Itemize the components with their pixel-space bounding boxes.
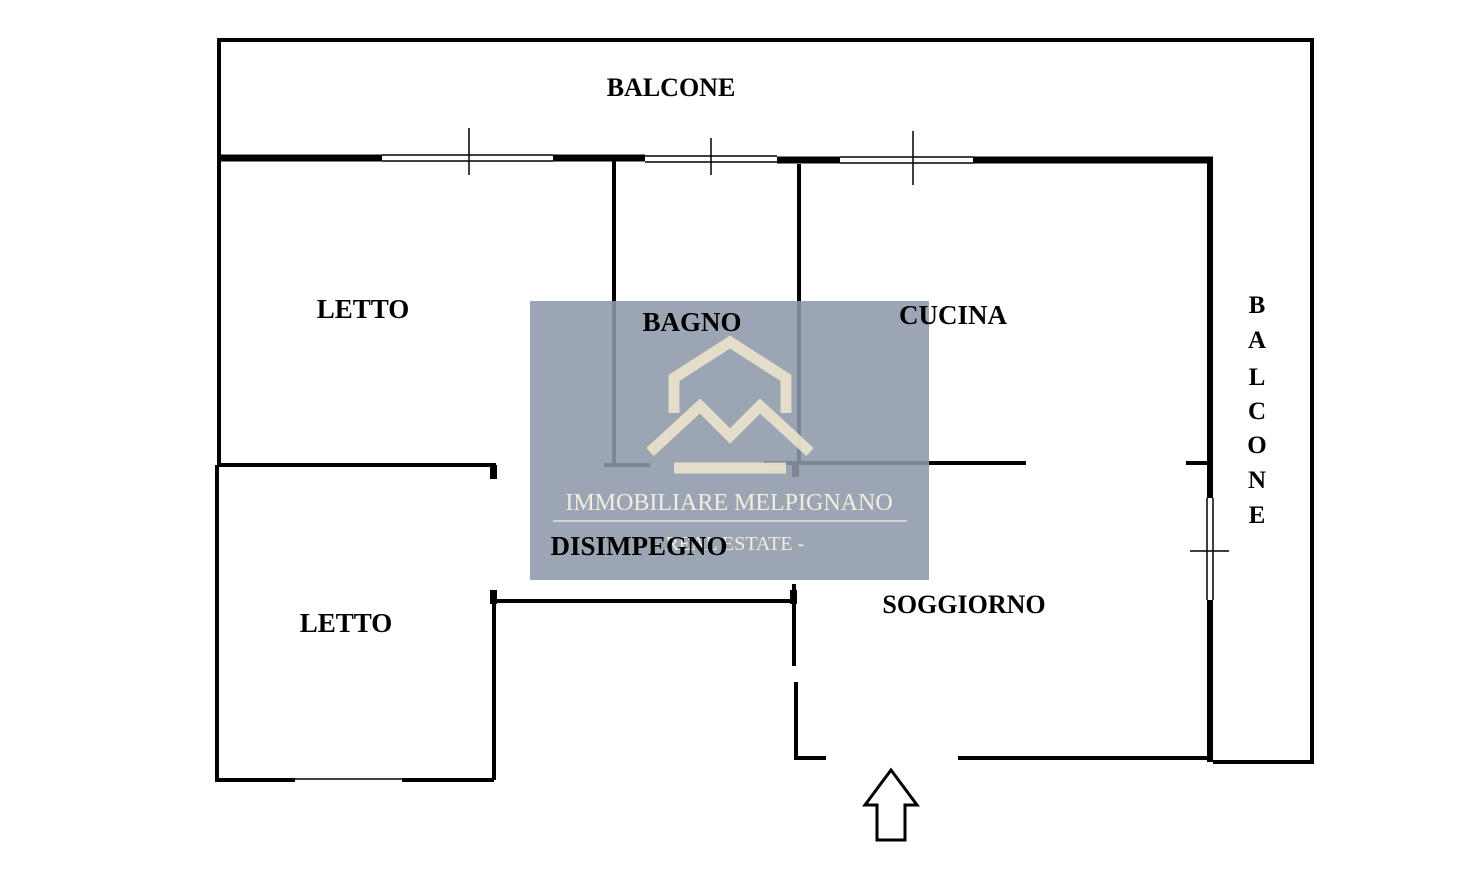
left-wall xyxy=(215,157,496,782)
top-windows xyxy=(382,128,973,185)
top-wall xyxy=(219,154,1213,164)
balcone-right-letter: L xyxy=(1249,364,1266,391)
balcone-right-letter: E xyxy=(1249,502,1266,529)
balcone-right-letter: O xyxy=(1247,432,1266,459)
right-window xyxy=(1190,498,1229,600)
balcone-right-letter: N xyxy=(1248,467,1266,494)
room-label-bagno: BAGNO xyxy=(642,307,741,337)
watermark-line1: IMMOBILIARE MELPIGNANO xyxy=(565,490,892,516)
room-label-letto-upper: LETTO xyxy=(317,294,410,324)
balcone-right-letter: B xyxy=(1249,292,1266,319)
room-label-soggiorno: SOGGIORNO xyxy=(882,590,1045,619)
room-label-cucina: CUCINA xyxy=(899,300,1008,330)
room-label-balcone-top: BALCONE xyxy=(607,73,736,102)
watermark: IMMOBILIARE MELPIGNANO - REAL ESTATE - xyxy=(530,301,929,580)
balcony-outline xyxy=(217,38,1314,764)
balcone-right-letter: A xyxy=(1248,327,1266,354)
watermark-line2: - REAL ESTATE - xyxy=(654,533,804,555)
house-mountain-logo xyxy=(646,335,814,474)
room-label-letto-lower: LETTO xyxy=(300,608,393,638)
room-label-balcone-right: B A L C O N E xyxy=(1247,292,1266,529)
balcone-right-letter: C xyxy=(1248,398,1266,425)
room-label-disimpegno: DISIMPEGNO xyxy=(550,531,727,561)
up-arrow-icon xyxy=(862,767,920,842)
